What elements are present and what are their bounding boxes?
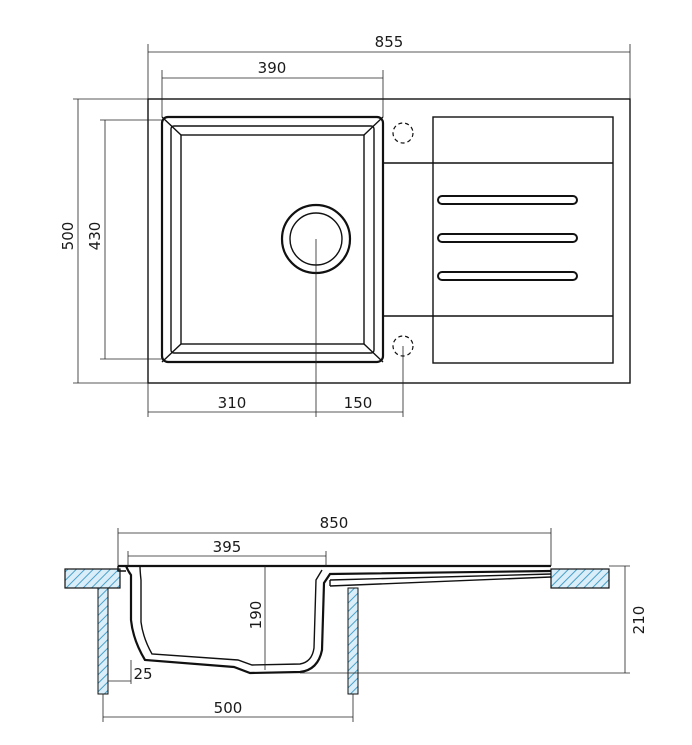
dim-side-bowl-depth: 190 <box>247 566 266 670</box>
cabinet-wall-right <box>347 587 359 695</box>
dim-label: 310 <box>218 394 247 412</box>
countertop-left <box>64 568 121 589</box>
cabinet-wall-left <box>97 587 109 695</box>
dim-label: 190 <box>247 601 265 630</box>
dim-bowl-depth: 430 <box>86 119 162 360</box>
dim-label: 395 <box>213 538 242 556</box>
dim-side-cabinet-width: 500 <box>102 694 354 722</box>
dim-label: 855 <box>375 33 404 51</box>
side-view: 850 395 190 210 25 <box>64 514 648 722</box>
dim-label: 150 <box>344 394 373 412</box>
tap-hole-icon <box>392 122 414 144</box>
dim-label: 850 <box>320 514 349 532</box>
sink-profile <box>117 564 552 675</box>
dim-label: 390 <box>258 59 287 77</box>
bowl <box>160 115 385 364</box>
drainer-groove <box>437 233 578 243</box>
dim-side-total-height: 210 <box>300 565 648 674</box>
dim-label: 430 <box>86 222 104 251</box>
dim-side-overall-width: 850 <box>117 514 552 566</box>
dim-overall-depth: 500 <box>59 98 148 384</box>
dim-label: 500 <box>59 222 77 251</box>
countertop-right <box>550 568 610 589</box>
dim-side-bowl-width: 395 <box>127 538 327 566</box>
top-view: 855 390 500 430 310 <box>59 33 631 417</box>
drainer <box>383 116 614 364</box>
dim-overall-width: 855 <box>147 33 631 99</box>
sink-outline <box>147 98 631 384</box>
drainer-groove <box>437 271 578 281</box>
drainer-groove <box>437 195 578 205</box>
dim-label: 500 <box>214 699 243 717</box>
dim-bowl-width: 390 <box>161 59 384 117</box>
dim-label: 210 <box>630 606 648 635</box>
dim-side-wall-offset: 25 <box>108 660 153 684</box>
dim-drain-position: 310 150 <box>147 239 404 417</box>
dim-label: 25 <box>133 665 152 683</box>
